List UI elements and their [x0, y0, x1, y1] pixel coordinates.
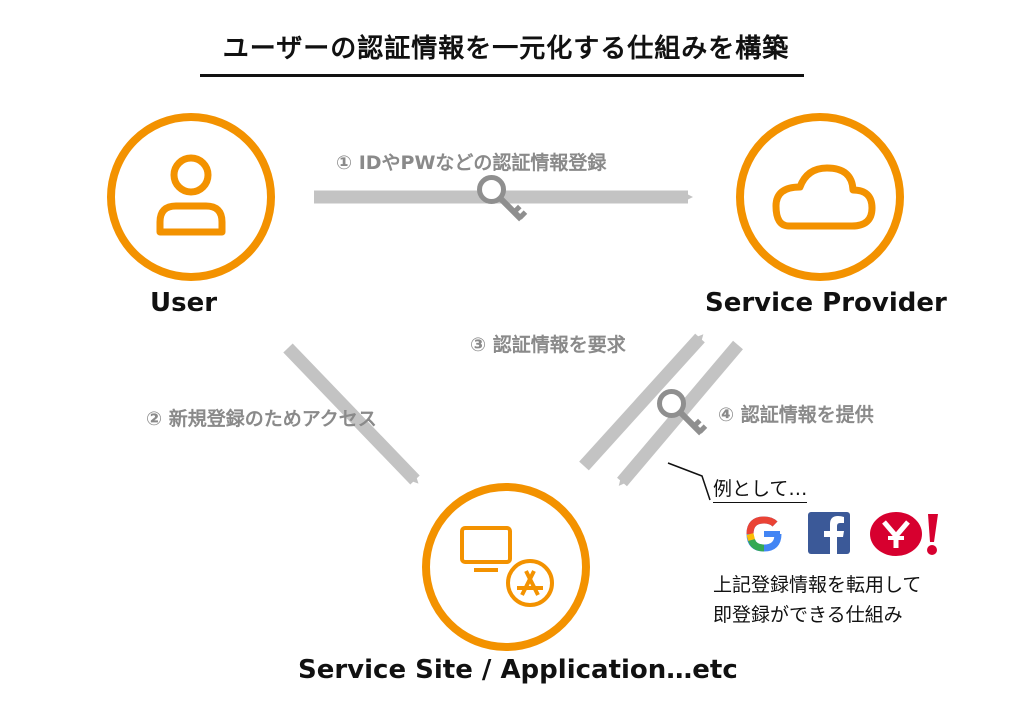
- step4-label: ④ 認証情報を提供: [718, 404, 874, 426]
- facebook-logo: [808, 512, 850, 554]
- key-icon: [657, 389, 708, 436]
- step1-label: ① IDやPWなどの認証情報登録: [336, 152, 607, 174]
- user-node: [107, 113, 275, 281]
- person-icon: [156, 154, 226, 236]
- note-line2: 即登録ができる仕組み: [713, 604, 903, 626]
- note-heading: 例として…: [713, 478, 808, 503]
- site-node: [422, 483, 590, 651]
- step3-label: ③ 認証情報を要求: [470, 334, 626, 356]
- step2-label: ② 新規登録のためアクセス: [146, 408, 377, 430]
- arrow-user-to-site: [283, 343, 420, 485]
- computer-icon: [460, 526, 512, 572]
- note-line1: 上記登録情報を転用して: [713, 574, 922, 596]
- callout-pointer: [667, 462, 711, 501]
- cloud-icon: [772, 164, 876, 230]
- provider-node: [736, 113, 904, 281]
- arrow-site-to-provider: [579, 333, 705, 471]
- site-label: Service Site / Application…etc: [298, 655, 738, 685]
- title-underline: [200, 74, 804, 77]
- yahoo-logo: [870, 512, 938, 556]
- key-icon: [477, 175, 528, 222]
- user-label: User: [150, 288, 218, 318]
- app-store-icon: [506, 559, 554, 607]
- page-title: ユーザーの認証情報を一元化する仕組みを構築: [222, 34, 790, 64]
- google-logo: [746, 516, 782, 552]
- provider-label: Service Provider: [705, 288, 947, 318]
